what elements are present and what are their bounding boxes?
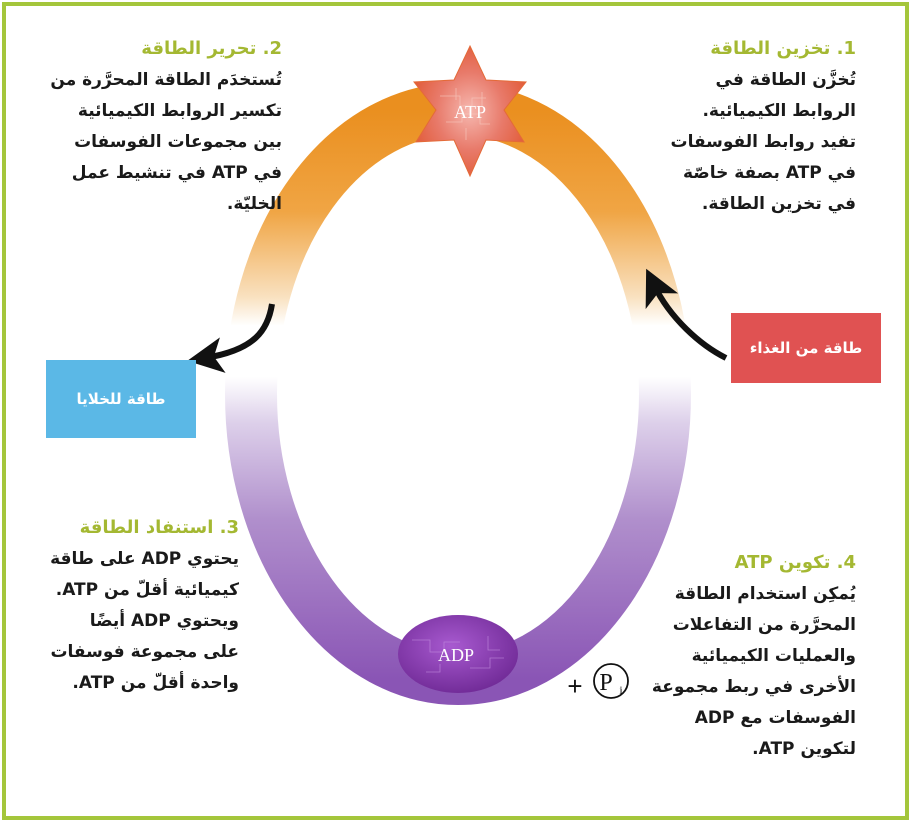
phosphate-label: P — [599, 670, 612, 696]
step-1-storing-energy: 1. تخزين الطاقة تُخزَّن الطاقة في الرواب… — [626, 38, 856, 220]
step-2-title: 2. تحرير الطاقة — [141, 38, 282, 59]
cell-energy-arrow — [187, 303, 275, 373]
cell-energy-box: طاقة للخلايا — [46, 360, 196, 438]
atp-label: ATP — [454, 102, 486, 122]
adp-label: ADP — [438, 645, 474, 665]
food-energy-box: طاقة من الغذاء — [731, 313, 881, 383]
step-2-releasing-energy: 2. تحرير الطاقة تُستخدَم الطاقة المحرَّر… — [12, 38, 282, 220]
step-3-body: يحتوي ADP على طاقة كيميائية أقلّ من ATP.… — [50, 549, 239, 693]
step-1-title: 1. تخزين الطاقة — [710, 38, 856, 59]
atp-star-icon: ATP — [413, 44, 527, 178]
phosphate-subscript: i — [619, 683, 623, 697]
adp-oval-icon: ADP — [398, 615, 518, 693]
food-energy-label: طاقة من الغذاء — [749, 339, 863, 357]
step-4-body: يُمكِن استخدام الطاقة المحرَّرة من التفا… — [651, 584, 856, 759]
energy-cycle-ring — [225, 83, 691, 705]
phosphate-icon: P i — [593, 663, 629, 699]
plus-sign: + — [567, 671, 582, 701]
cell-energy-label: طاقة للخلايا — [76, 390, 166, 408]
step-4-forming-atp: 4. تكوين ATP يُمكِن استخدام الطاقة المحر… — [626, 552, 856, 765]
step-4-title: 4. تكوين ATP — [734, 552, 856, 573]
food-energy-arrow — [645, 268, 728, 361]
step-1-body: تُخزَّن الطاقة في الروابط الكيميائية. تف… — [670, 70, 856, 214]
step-2-body: تُستخدَم الطاقة المحرَّرة من تكسير الروا… — [50, 70, 282, 214]
step-3-title: 3. استنفاد الطاقة — [79, 517, 239, 538]
step-3-depleting-energy: 3. استنفاد الطاقة يحتوي ADP على طاقة كيم… — [9, 517, 239, 699]
